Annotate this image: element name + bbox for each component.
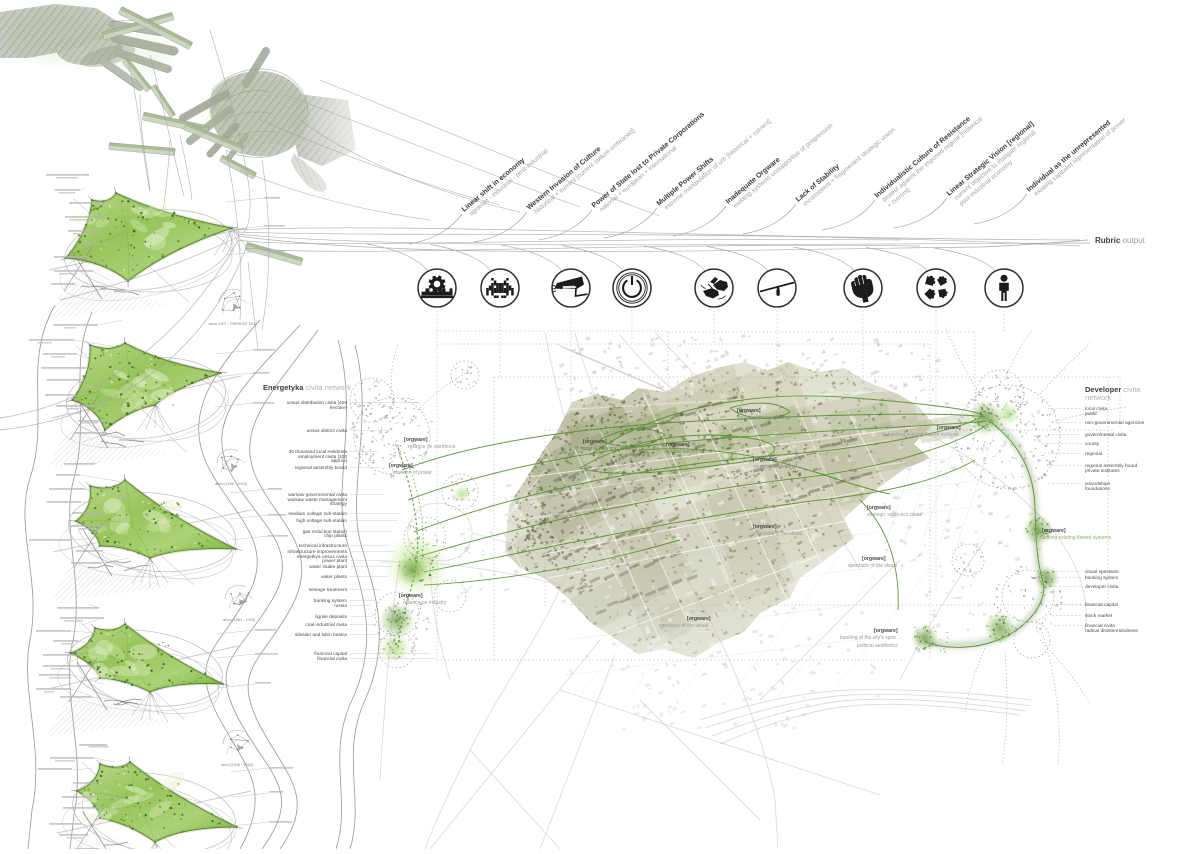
- svg-text:corridor functioning: corridor functioning: [753, 464, 796, 470]
- svg-text:[orgware]: [orgware]: [583, 439, 607, 445]
- svg-text:public: public: [1085, 411, 1098, 417]
- svg-text:[orgware]: [orgware]: [666, 442, 690, 448]
- svg-text:F: F: [712, 633, 715, 639]
- svg-text:foundations: foundations: [1085, 486, 1110, 492]
- svg-text:sewage treatment: sewage treatment: [309, 587, 348, 593]
- svg-text:private institutes: private institutes: [1085, 468, 1120, 474]
- svg-text:visual spectacle: visual spectacle: [1085, 569, 1119, 575]
- svg-text:spatial planning strategy: spatial planning strategy: [583, 446, 637, 452]
- svg-text:high voltage sub-station: high voltage sub-station: [296, 518, 347, 524]
- svg-text:regional: regional: [1085, 451, 1102, 457]
- svg-text:reliance on workforce: reliance on workforce: [408, 444, 456, 450]
- svg-text:hacking existing flawed system: hacking existing flawed systems: [888, 432, 960, 438]
- svg-text:[orgware]: [orgware]: [874, 628, 898, 634]
- svg-text:network: network: [1085, 393, 1112, 402]
- svg-text:financial capital: financial capital: [1085, 602, 1118, 608]
- svg-text:spatial planning strategy: spatial planning strategy: [737, 415, 791, 421]
- svg-text:medium voltage sub-station: medium voltage sub-station: [288, 511, 347, 517]
- svg-text:lignite deposits: lignite deposits: [315, 614, 347, 620]
- svg-text:[orgware]: [orgware]: [687, 616, 711, 622]
- svg-text:[orgware]: [orgware]: [862, 556, 886, 562]
- svg-text:approx]: approx]: [331, 458, 347, 464]
- svg-text:anno [1946 - 1992]: anno [1946 - 1992]: [221, 763, 253, 767]
- svg-text:[orgware]: [orgware]: [399, 593, 423, 599]
- svg-text:reliance on industry: reliance on industry: [403, 600, 447, 606]
- svg-text:silesian and lubin basins: silesian and lubin basins: [295, 632, 348, 638]
- svg-text:financial civita: financial civita: [317, 656, 347, 662]
- svg-text:Rubric output: Rubric output: [1095, 236, 1146, 245]
- svg-text:hectare]: hectare]: [330, 405, 347, 411]
- svg-text:hacking existing flawed system: hacking existing flawed systems: [1040, 535, 1112, 541]
- svg-text:water plants: water plants: [321, 574, 347, 580]
- svg-text:political aesthetics: political aesthetics: [857, 643, 898, 649]
- svg-text:[orgware]: [orgware]: [389, 463, 413, 469]
- svg-text:anno [1950 - 2000]: anno [1950 - 2000]: [215, 482, 247, 486]
- svg-text:[orgware]: [orgware]: [404, 437, 428, 443]
- svg-text:governmental civita: governmental civita: [1085, 432, 1127, 438]
- svg-text:banking of the city's spirit: banking of the city's spirit: [840, 635, 896, 641]
- svg-text:stock market: stock market: [1085, 613, 1113, 619]
- svg-text:[orgware]: [orgware]: [753, 524, 777, 530]
- svg-text:Energetyka civita network: Energetyka civita network: [263, 383, 351, 392]
- svg-text:[orgware]: [orgware]: [737, 408, 761, 414]
- svg-text:[orgware]: [orgware]: [1042, 528, 1066, 534]
- svg-text:chip plants: chip plants: [324, 533, 348, 539]
- svg-text:strategic socio-eco plans: strategic socio-eco plans: [867, 512, 923, 518]
- svg-text:anno 2007 - PRESENT 2012: anno 2007 - PRESENT 2012: [209, 322, 258, 326]
- svg-text:spectacle of the visual: spectacle of the visual: [659, 623, 708, 629]
- svg-text:coal industrial civita: coal industrial civita: [305, 622, 347, 628]
- svg-text:water intake plant: water intake plant: [309, 564, 347, 570]
- svg-text:spectacle of the visual: spectacle of the visual: [848, 563, 897, 569]
- svg-text:[orgware]: [orgware]: [867, 505, 891, 511]
- svg-text:russia: russia: [334, 603, 347, 609]
- svg-text:regional assembly board: regional assembly board: [295, 465, 348, 471]
- svg-text:technical infrastructure: technical infrastructure: [299, 543, 348, 549]
- svg-text:spectacle of the visual: spectacle of the visual: [753, 531, 802, 537]
- svg-text:unsus district civita: unsus district civita: [307, 428, 348, 434]
- svg-text:banking system: banking system: [1085, 575, 1118, 581]
- svg-text:envision of power: envision of power: [393, 470, 432, 476]
- svg-text:power plant: power plant: [322, 558, 347, 564]
- svg-text:developer civita: developer civita: [1085, 584, 1119, 590]
- svg-text:control functions: control functions: [666, 449, 703, 455]
- svg-text:county: county: [1085, 441, 1100, 447]
- svg-text:anno [1981 - 1995]: anno [1981 - 1995]: [223, 618, 255, 622]
- svg-text:[orgware]: [orgware]: [937, 425, 961, 431]
- svg-text:radical disinterestedness: radical disinterestedness: [1085, 628, 1138, 634]
- svg-text:strategy: strategy: [330, 501, 348, 507]
- svg-text:non-governmental agencies: non-governmental agencies: [1085, 420, 1145, 426]
- svg-text:[orgware]: [orgware]: [753, 457, 777, 463]
